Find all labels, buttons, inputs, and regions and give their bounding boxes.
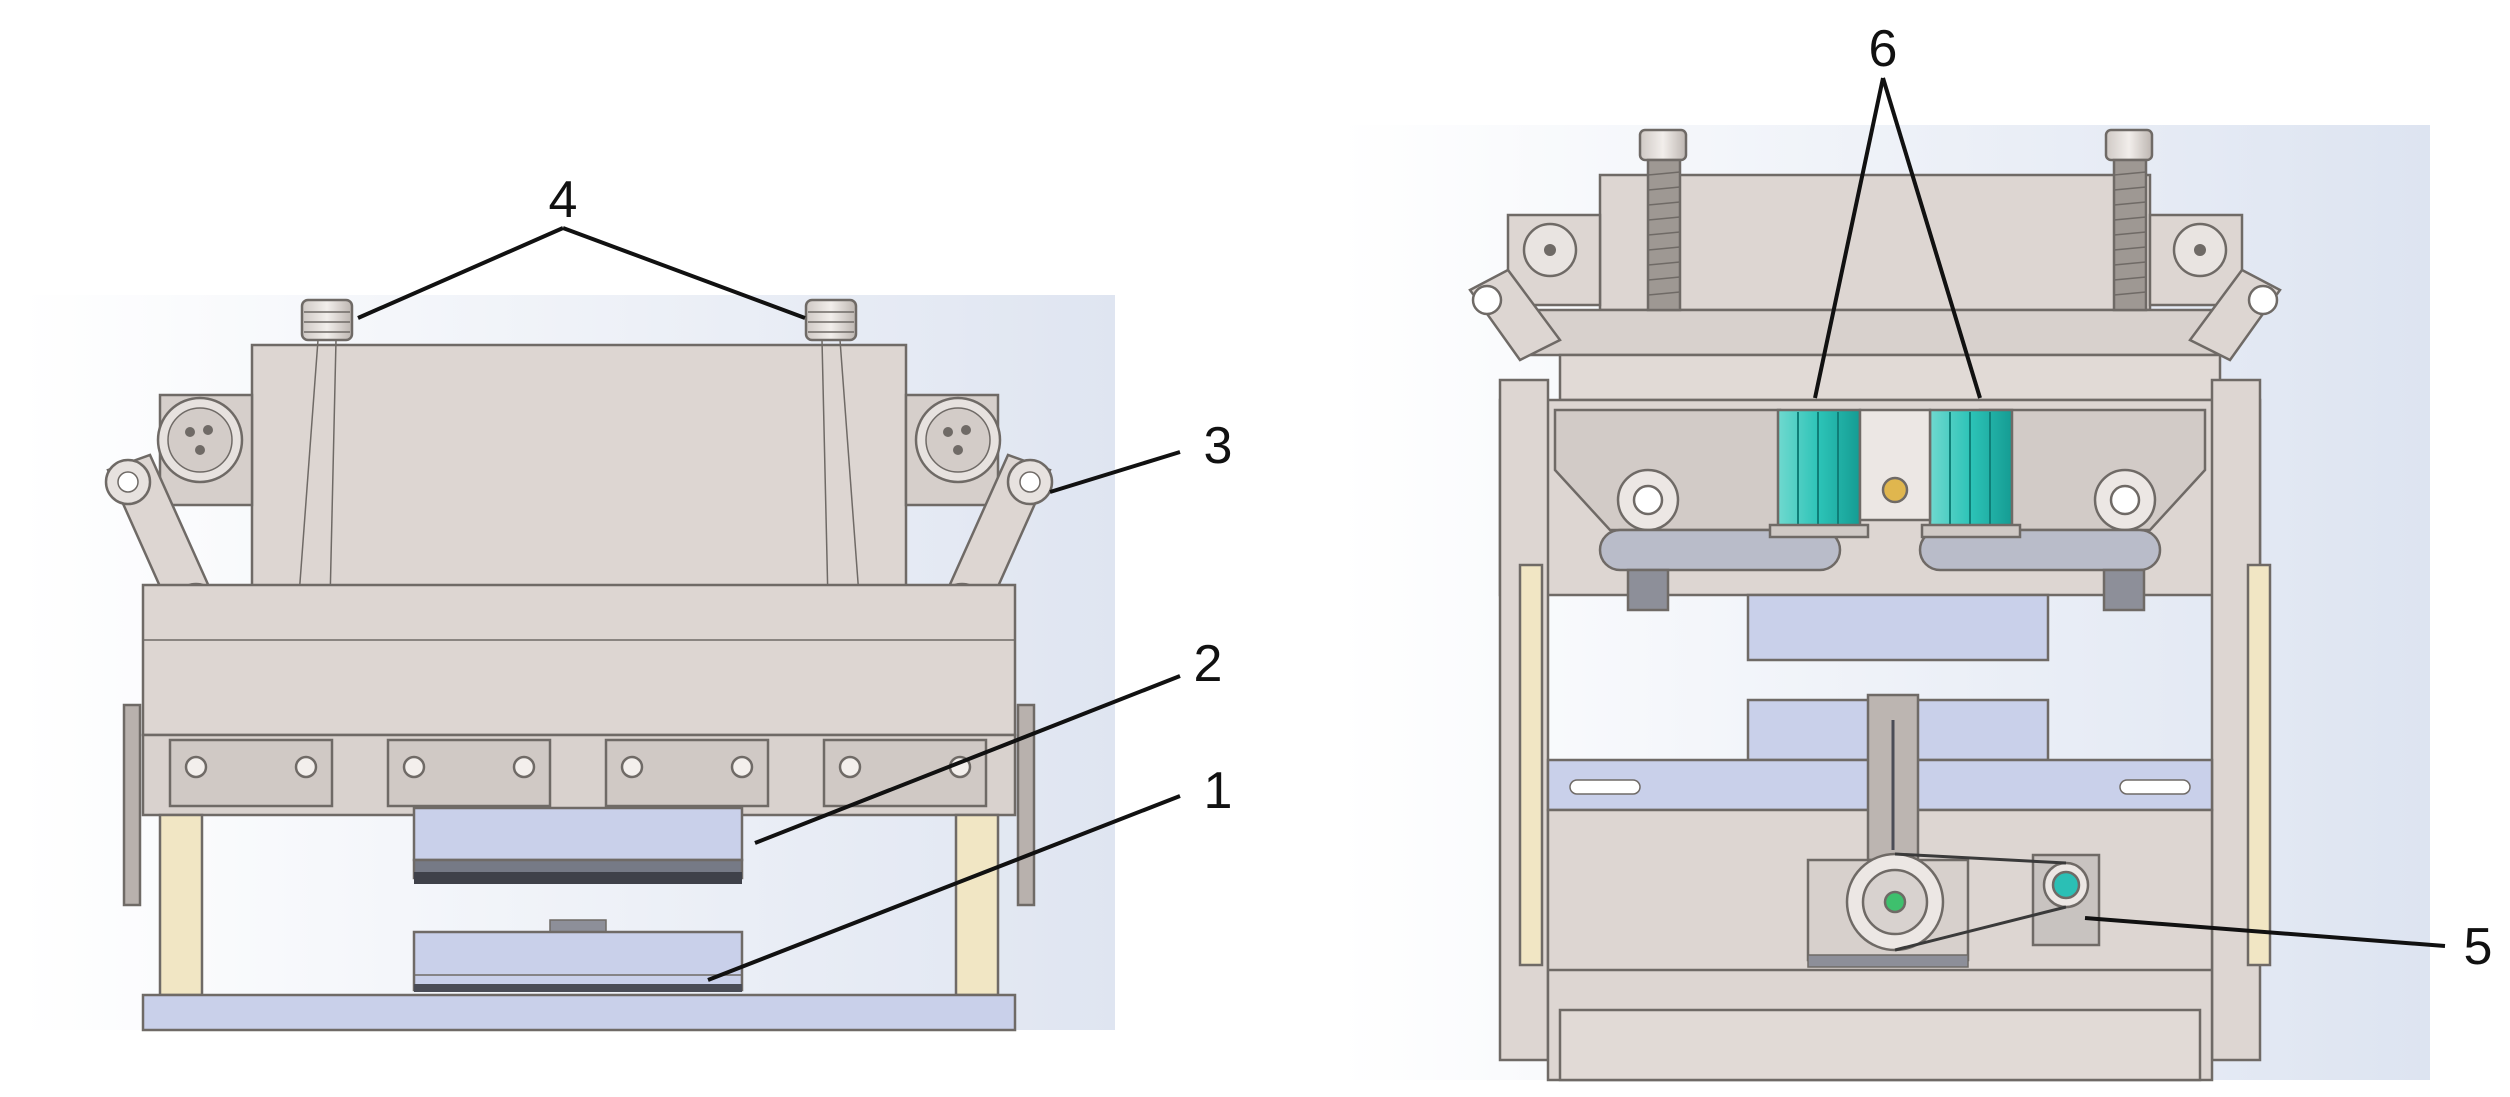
left-lower-die [412,919,744,992]
leader-lines [357,77,2446,982]
callout-label-4: 4 [549,171,578,229]
right-corner-block-left [1468,213,1602,362]
left-post-right [954,813,1000,997]
callout-label-2: 2 [1194,635,1223,693]
right-post-left [1518,563,1544,967]
leader-4-right [562,226,806,320]
right-top-housing [1598,173,2152,312]
leader-6-right [1881,77,1982,399]
callout-labels: 4 3 2 1 6 5 [549,20,2493,976]
leader-2 [754,674,1181,845]
right-center-bracket [1858,408,1932,522]
right-motor-assembly [1806,852,2101,968]
right-gear-assembly-right [1918,408,2207,612]
left-side-bar-left [122,703,142,907]
left-press-body [141,583,1017,737]
right-teal-cylinder-right [1920,408,2022,539]
callout-label-5: 5 [2464,918,2493,976]
left-screw-rod-right [804,298,867,691]
left-post-left [158,813,204,997]
right-view [1340,125,2430,1082]
leader-5 [2084,916,2446,948]
left-clamp-row [141,733,1017,817]
left-base-plate [141,993,1017,1032]
right-screw-left [1638,128,1688,312]
right-post-right [2246,563,2272,967]
callout-label-1: 1 [1204,762,1233,820]
leader-1 [707,794,1181,982]
right-center-nut [1881,476,1909,504]
left-top-plate [250,343,908,592]
callout-label-6: 6 [1869,20,1898,78]
callout-label-3: 3 [1204,417,1233,475]
right-screw-right [2104,128,2154,312]
left-upper-die [412,806,744,884]
right-corner-block-right [2148,213,2282,362]
right-teal-cylinder-left [1768,408,1870,539]
right-gear-assembly-left [1553,408,1842,612]
leader-3 [1049,450,1181,494]
left-linkage-left [104,393,254,630]
leader-6-left [1813,77,1885,399]
right-upper-die [1746,593,2050,662]
left-view [20,295,1115,1032]
leader-4-left [357,226,564,320]
